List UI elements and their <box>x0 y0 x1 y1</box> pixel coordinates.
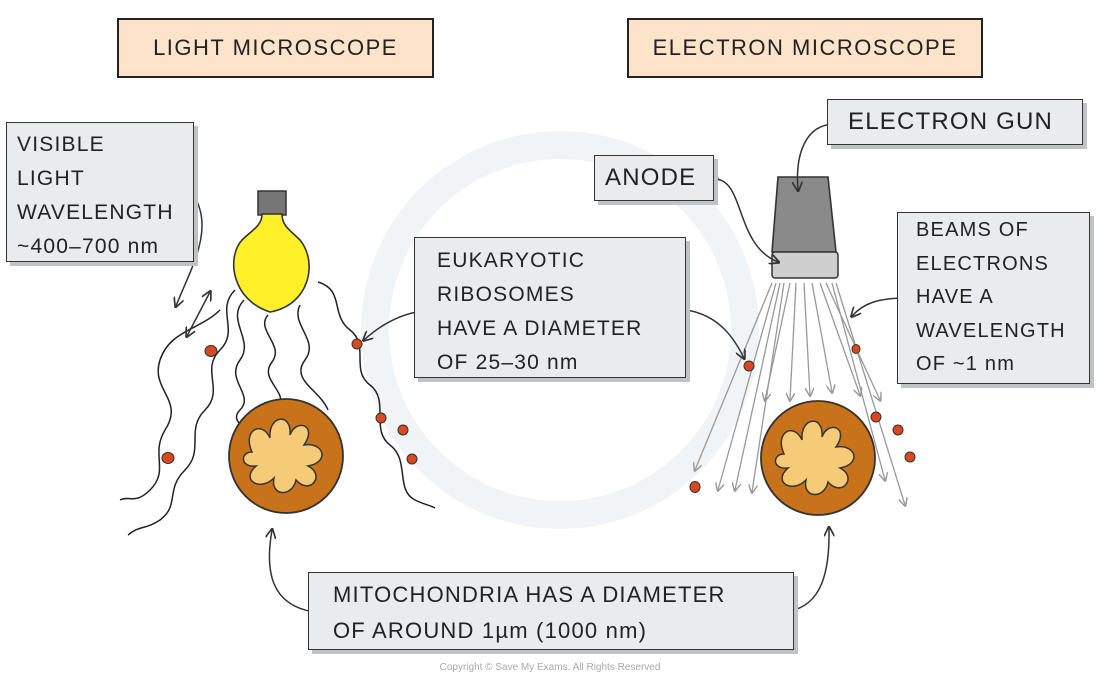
electron-gun-text: ELECTRON GUN <box>848 108 1054 135</box>
beams-line-5: OF ~1 nm <box>916 353 1016 375</box>
ribosomes-line-2: RIBOSOMES <box>437 283 575 306</box>
electron-microscope-title-text: ELECTRON MICROSCOPE <box>652 35 958 60</box>
copyright-notice: Copyright © Save My Exams. All Rights Re… <box>439 662 661 673</box>
visible-light-line-4: ~400–700 nm <box>17 235 160 258</box>
beams-line-3: HAVE A <box>916 286 994 308</box>
electron-microscope-title: ELECTRON MICROSCOPE <box>627 18 983 78</box>
visible-light-label: VISIBLE LIGHT WAVELENGTH ~400–700 nm <box>6 122 194 262</box>
pointer-arrows <box>176 123 907 613</box>
ribosomes-line-3: HAVE A DIAMETER <box>437 317 643 340</box>
watermark-logo <box>361 131 759 529</box>
electron-beams <box>695 282 905 505</box>
anode-text: ANODE <box>605 164 697 191</box>
electron-gun-body <box>771 176 837 253</box>
mitochondria-line-1: MITOCHONDRIA HAS A DIAMETER <box>333 582 726 607</box>
mitochondria-line-2: OF AROUND 1µm (1000 nm) <box>333 618 648 643</box>
ribosomes-right <box>689 344 916 493</box>
ribosomes-left <box>161 338 418 465</box>
bulb-cap <box>257 190 287 216</box>
electron-gun-label: ELECTRON GUN <box>827 99 1083 145</box>
visible-light-line-3: WAVELENGTH <box>17 201 174 224</box>
mitochondria-label: MITOCHONDRIA HAS A DIAMETER OF AROUND 1µ… <box>308 572 794 650</box>
light-microscope-title-text: LIGHT MICROSCOPE <box>153 35 398 60</box>
ribosomes-label: EUKARYOTIC RIBOSOMES HAVE A DIAMETER OF … <box>414 237 686 378</box>
beams-line-4: WAVELENGTH <box>916 319 1066 342</box>
beams-label: BEAMS OF ELECTRONS HAVE A WAVELENGTH OF … <box>897 212 1090 384</box>
anode-ring <box>771 251 839 279</box>
light-waves <box>119 281 436 536</box>
beams-line-1: BEAMS OF <box>916 219 1029 241</box>
light-microscope-title: LIGHT MICROSCOPE <box>117 18 434 78</box>
ribosomes-line-4: OF 25–30 nm <box>437 351 579 374</box>
visible-light-line-1: VISIBLE <box>17 133 105 156</box>
ribosomes-line-1: EUKARYOTIC <box>437 249 586 272</box>
beams-line-2: ELECTRONS <box>916 252 1050 275</box>
light-bulb <box>232 213 310 313</box>
wavelength-arrow <box>187 292 210 336</box>
anode-label: ANODE <box>594 155 714 201</box>
mitochondrion-right <box>760 400 876 516</box>
mitochondrion-left <box>228 398 344 514</box>
visible-light-line-2: LIGHT <box>17 167 85 190</box>
